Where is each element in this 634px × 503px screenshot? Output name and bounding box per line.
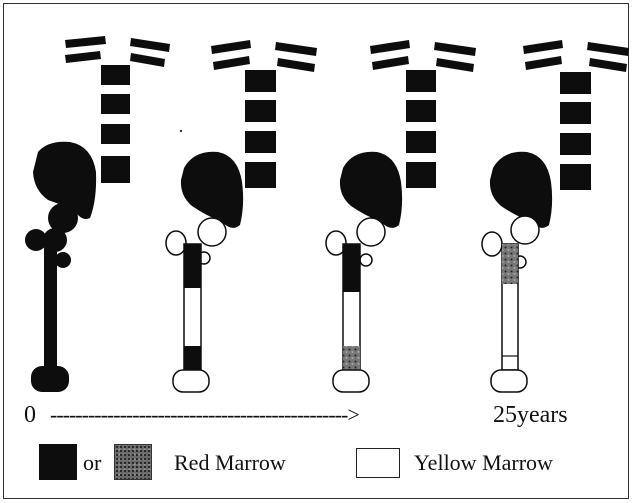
- timeline-arrow: ----------------------------------------…: [50, 402, 360, 427]
- legend-yellow-marrow-swatch: [356, 448, 400, 478]
- vertebrae-2: [245, 70, 276, 188]
- age-timeline: 0 --------------------------------------…: [0, 402, 634, 432]
- legend: or Red Marrow Yellow Marrow: [0, 444, 634, 484]
- stage-2: [165, 40, 317, 393]
- legend-mixed-marrow-swatch: [114, 444, 152, 480]
- figure-frame: [3, 3, 629, 499]
- legend-or-label: or: [83, 450, 102, 475]
- pelvis-1: [33, 141, 97, 219]
- femur-shaft-1: [44, 244, 57, 370]
- vertebrae-3: [406, 70, 436, 188]
- femoral-condyle-1: [31, 366, 69, 392]
- timeline-end-label: 25years: [493, 402, 568, 428]
- ribs-1: [65, 36, 170, 67]
- timeline-start-label: 0: [24, 402, 36, 428]
- stage-3: [325, 40, 476, 393]
- femoral-condyle-4: [490, 369, 528, 393]
- stage-adult: [481, 40, 629, 393]
- femoral-condyle-3: [332, 369, 370, 393]
- legend-red-marrow-label: Red Marrow: [174, 450, 286, 475]
- femoral-head-4: [510, 215, 540, 245]
- ribs-3: [370, 40, 476, 72]
- ribs-2: [211, 40, 317, 72]
- ribs-4: [523, 40, 629, 72]
- pelvis-2: [180, 151, 244, 228]
- legend-yellow-marrow-label: Yellow Marrow: [414, 450, 553, 475]
- pelvis-4: [489, 151, 553, 228]
- pelvis-3: [339, 151, 403, 228]
- femoral-condyle-2: [172, 369, 210, 393]
- femoral-head-2: [197, 217, 227, 247]
- stage-newborn: [25, 36, 170, 392]
- femoral-head-1: [48, 203, 78, 233]
- trochanter-1: [25, 229, 47, 251]
- legend-red-marrow-swatch: [39, 444, 77, 480]
- vertebrae-1: [101, 65, 130, 183]
- vertebrae-4: [560, 72, 591, 190]
- femoral-head-3: [356, 217, 386, 247]
